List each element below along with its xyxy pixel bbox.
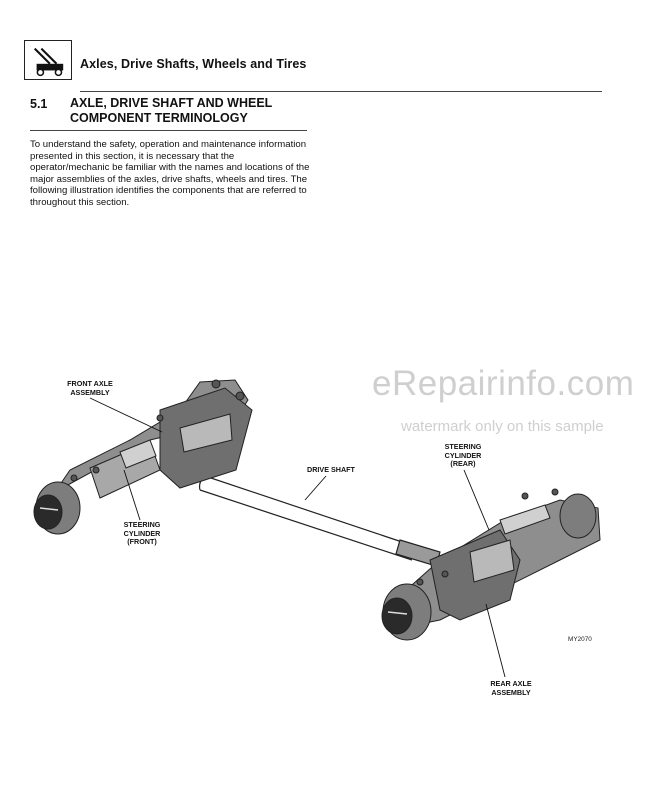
- watermark-subtext: watermark only on this sample: [401, 418, 604, 435]
- label-front-axle-assembly: FRONT AXLE ASSEMBLY: [67, 379, 113, 397]
- rear-axle-drawing: [381, 488, 601, 641]
- label-drive-shaft: DRIVE SHAFT: [307, 465, 355, 474]
- chapter-title: Axles, Drive Shafts, Wheels and Tires: [80, 57, 307, 71]
- section-number: 5.1: [30, 97, 48, 111]
- watermark-text: eRepairinfo.com: [372, 364, 635, 403]
- section-divider: [30, 130, 307, 131]
- label-rear-axle-assembly: REAR AXLE ASSEMBLY: [490, 679, 532, 697]
- leader-lines: [89, 397, 506, 678]
- drive-shaft-drawing: [198, 475, 441, 567]
- label-steering-cylinder-rear: STEERING CYLINDER (REAR): [444, 442, 482, 469]
- section-title: AXLE, DRIVE SHAFT AND WHEEL COMPONENT TE…: [70, 96, 273, 125]
- figure-id: MY2070: [568, 636, 592, 643]
- label-steering-cylinder-front: STEERING CYLINDER (FRONT): [123, 520, 161, 547]
- intro-paragraph: To understand the safety, operation and …: [30, 139, 310, 208]
- front-axle-drawing: [33, 379, 253, 535]
- header-divider: [80, 91, 602, 92]
- axle-assembly-illustration: [33, 379, 601, 678]
- hand-truck-icon: [24, 40, 72, 80]
